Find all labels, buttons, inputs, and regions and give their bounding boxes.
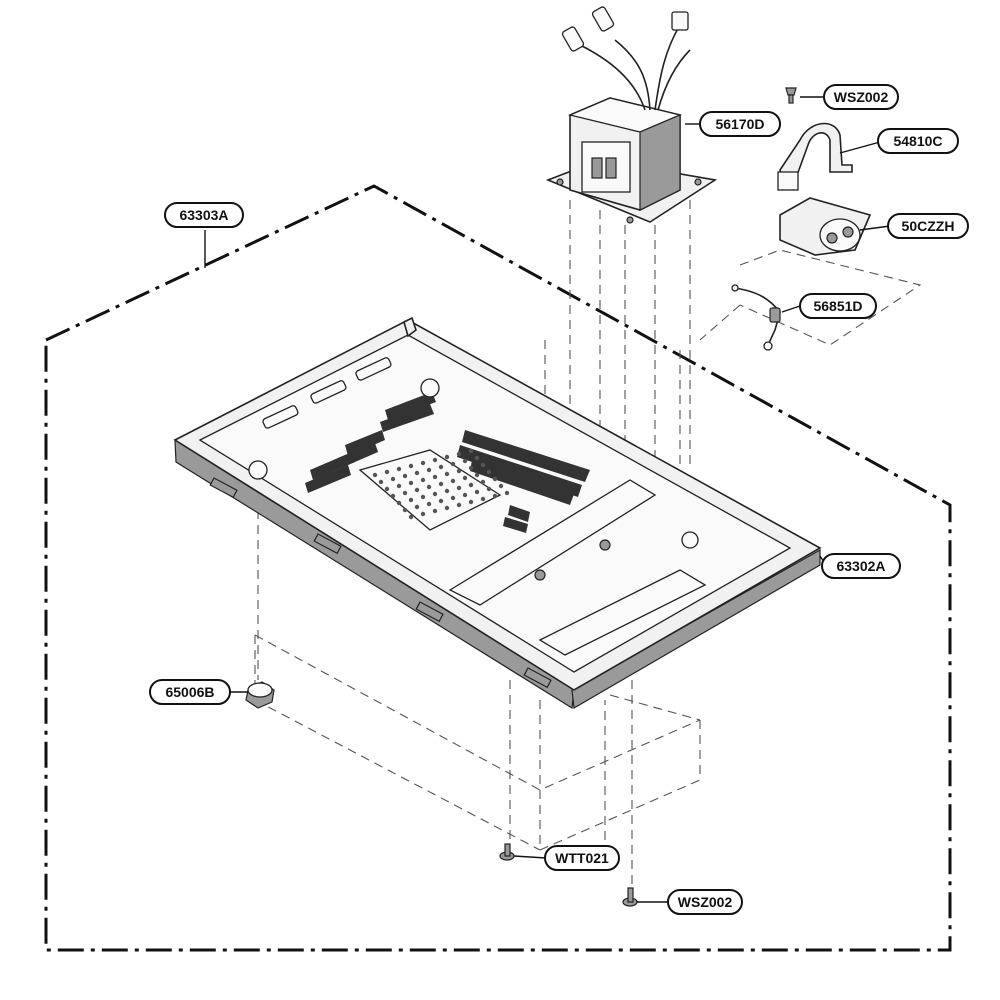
mesh-hole [420,477,426,483]
mesh-hole [420,460,426,466]
mesh-hole [414,470,420,476]
mesh-hole [468,482,474,488]
svg-text:WTT021: WTT021 [555,850,609,866]
callout-56170D: 56170D [699,111,781,137]
mesh-hole [390,476,396,482]
mesh-hole [426,501,432,507]
mesh-hole [396,483,402,489]
mesh-hole [384,469,390,475]
mesh-panel [358,448,510,531]
mesh-hole [420,511,426,517]
callout-63303A: 63303A [164,202,244,228]
screw-bottom [622,887,638,907]
louvres-left [262,357,392,429]
mesh-hole [450,478,456,484]
mesh-hole [432,508,438,514]
base-plate [173,316,822,710]
callout-WSZ002-top: WSZ002 [823,84,899,110]
mesh-hole [396,500,402,506]
svg-text:50CZZH: 50CZZH [902,218,955,234]
mesh-hole [462,492,468,498]
capacitor [779,197,872,256]
mesh-hole [438,481,444,487]
mesh-hole [432,457,438,463]
mesh-hole [468,499,474,505]
mesh-hole [402,507,408,513]
assembly-boundary-outline [44,184,952,952]
mesh-hole [504,490,510,496]
svg-text:WSZ002: WSZ002 [678,894,733,910]
mesh-hole [432,491,438,497]
mesh-hole [492,493,498,499]
mesh-hole [372,472,378,478]
mesh-hole [444,471,450,477]
mesh-hole [462,458,468,464]
callout-65006B: 65006B [149,679,231,705]
mesh-hole [456,451,462,457]
mesh-hole [456,502,462,508]
mesh-hole [444,505,450,511]
callout-WTT021: WTT021 [544,845,620,871]
mesh-hole [402,473,408,479]
svg-text:65006B: 65006B [165,684,214,700]
mesh-hole [468,448,474,454]
mesh-hole [492,476,498,482]
mesh-hole [474,455,480,461]
mesh-hole [390,493,396,499]
mesh-hole [480,496,486,502]
mesh-hole [456,468,462,474]
mesh-hole [432,474,438,480]
transformer [545,6,718,224]
mesh-hole [438,464,444,470]
mesh-hole [474,472,480,478]
mesh-hole [444,488,450,494]
svg-text:WSZ002: WSZ002 [834,89,889,105]
callout-63302A: 63302A [821,553,901,579]
mesh-hole [402,490,408,496]
mesh-hole [408,497,414,503]
svg-text:56851D: 56851D [813,298,862,314]
callout-54810C: 54810C [877,128,959,154]
svg-text:54810C: 54810C [893,133,942,149]
mesh-hole [486,486,492,492]
callout-50CZZH: 50CZZH [887,213,969,239]
mesh-hole [468,465,474,471]
mesh-hole [378,479,384,485]
mesh-hole [408,514,414,520]
mesh-hole [450,461,456,467]
callout-WSZ002-bottom: WSZ002 [667,889,743,915]
mesh-hole [462,475,468,481]
mesh-hole [408,463,414,469]
mesh-hole [480,479,486,485]
mesh-hole [450,495,456,501]
mesh-hole [444,454,450,460]
vent-grille-center [457,430,590,533]
screw-top [785,87,797,104]
mesh-hole [426,484,432,490]
mesh-hole [396,466,402,472]
mesh-hole [480,462,486,468]
callout-56851D: 56851D [799,293,877,319]
mesh-hole [408,480,414,486]
mesh-hole [414,487,420,493]
mesh-hole [474,489,480,495]
diode [731,284,781,351]
foot [245,681,275,709]
mesh-hole [384,486,390,492]
svg-text:63302A: 63302A [836,558,885,574]
mesh-hole [498,483,504,489]
svg-text:63303A: 63303A [179,207,228,223]
mesh-hole [414,504,420,510]
vent-grille-left [305,392,436,493]
mesh-hole [456,485,462,491]
mesh-hole [486,469,492,475]
mesh-hole [438,498,444,504]
mesh-hole [426,467,432,473]
mesh-hole [420,494,426,500]
svg-text:56170D: 56170D [715,116,764,132]
bracket [777,122,853,191]
screw-mid [499,843,515,861]
